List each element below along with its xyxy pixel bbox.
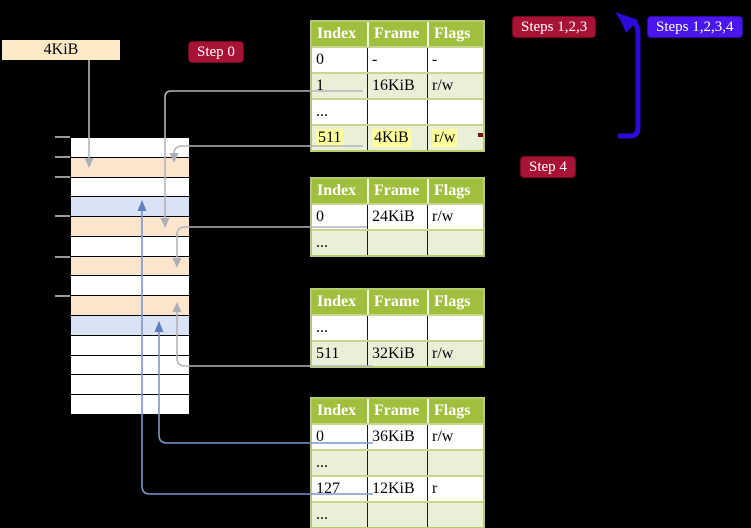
table-row: ... bbox=[312, 314, 483, 340]
col-header-frame: Frame bbox=[367, 290, 427, 314]
steps123-badge: Steps 1,2,3 bbox=[512, 16, 597, 38]
col-header-index: Index bbox=[317, 293, 357, 310]
table-row: 0 24KiB r/w bbox=[312, 203, 483, 229]
highlighted-value: 511 bbox=[316, 129, 344, 147]
cell-frame: 4KiB bbox=[367, 126, 427, 150]
cell-flags bbox=[427, 316, 483, 340]
cell-flags: r/w bbox=[427, 74, 483, 98]
page-table-level3: Index Frame Flags 0 24KiB r/w ... bbox=[310, 177, 485, 257]
cell-frame: 16KiB bbox=[367, 74, 427, 98]
cell-flags: r/w bbox=[427, 342, 483, 366]
memory-tick bbox=[55, 136, 70, 138]
step4-badge: Step 4 bbox=[520, 156, 576, 178]
arrowhead-upleft-icon bbox=[615, 12, 638, 33]
cell-flags: r/w bbox=[427, 205, 483, 229]
col-header-frame: Frame bbox=[367, 179, 427, 203]
memory-frame-row bbox=[71, 375, 189, 396]
cell-flags: r bbox=[427, 477, 483, 501]
table-row: 0 - - bbox=[312, 46, 483, 72]
cell-index: 0 bbox=[316, 51, 324, 68]
col-header-flags: Flags bbox=[427, 179, 483, 203]
cell-index: 0 bbox=[316, 208, 324, 225]
memory-tick bbox=[55, 156, 70, 158]
cell-index: ... bbox=[316, 234, 328, 251]
highlighted-value: 4KiB bbox=[372, 129, 411, 147]
table-header-row: Index Frame Flags bbox=[312, 22, 483, 46]
table-header-row: Index Frame Flags bbox=[312, 290, 483, 314]
cell-flags bbox=[427, 503, 483, 527]
col-header-index: Index bbox=[317, 182, 357, 199]
cell-flags: r/w bbox=[427, 425, 483, 449]
col-header-index: Index bbox=[317, 25, 357, 42]
cell-frame bbox=[367, 231, 427, 255]
cell-frame: - bbox=[367, 48, 427, 72]
cell-flags: - bbox=[427, 48, 483, 72]
cell-frame bbox=[367, 316, 427, 340]
cell-index: 127 bbox=[316, 480, 340, 497]
cell-frame bbox=[367, 503, 427, 527]
cell-frame: 32KiB bbox=[367, 342, 427, 366]
memory-frame-row bbox=[71, 157, 189, 178]
memory-tick bbox=[55, 295, 70, 297]
col-header-flags: Flags bbox=[427, 399, 483, 423]
steps1234-badge: Steps 1,2,3,4 bbox=[647, 16, 743, 38]
memory-tick bbox=[55, 256, 70, 258]
memory-frame-row bbox=[71, 296, 189, 317]
table-header-row: Index Frame Flags bbox=[312, 179, 483, 203]
col-header-index: Index bbox=[317, 402, 357, 419]
memory-frame-row bbox=[71, 276, 189, 297]
memory-frame-row bbox=[71, 256, 189, 277]
cell-frame bbox=[367, 451, 427, 475]
table-row: ... bbox=[312, 229, 483, 255]
cell-index: 1 bbox=[316, 77, 324, 94]
table-row: 127 12KiB r bbox=[312, 475, 483, 501]
cell-index: ... bbox=[316, 103, 328, 120]
table-row: 1 16KiB r/w bbox=[312, 72, 483, 98]
page-table-level2: Index Frame Flags ... 511 32KiB r/w bbox=[310, 288, 485, 368]
table-header-row: Index Frame Flags bbox=[312, 399, 483, 423]
cell-index: 511 bbox=[312, 126, 367, 150]
cell-flags: r/w bbox=[427, 126, 483, 150]
col-header-flags: Flags bbox=[427, 290, 483, 314]
cell-index: ... bbox=[316, 454, 328, 471]
memory-frame-row bbox=[71, 395, 189, 414]
memory-frame-row bbox=[71, 177, 189, 198]
table-row: 511 32KiB r/w bbox=[312, 340, 483, 366]
table-row: ... bbox=[312, 501, 483, 527]
memory-tick bbox=[55, 215, 70, 217]
cell-index: 511 bbox=[316, 345, 340, 362]
table-row: ... bbox=[312, 449, 483, 475]
page-table-level1: Index Frame Flags 0 36KiB r/w ... 127 12… bbox=[310, 397, 485, 528]
cell-frame: 12KiB bbox=[367, 477, 427, 501]
cell-flags bbox=[427, 100, 483, 124]
memory-frame-row bbox=[71, 316, 189, 336]
cell-frame: 24KiB bbox=[367, 205, 427, 229]
memory-frame-row bbox=[71, 138, 189, 158]
page-table-level4: Index Frame Flags 0 - - 1 16KiB r/w ... … bbox=[310, 20, 485, 152]
memory-frame-row bbox=[71, 236, 189, 257]
memory-frame-row bbox=[71, 197, 189, 218]
cell-index: 0 bbox=[316, 428, 324, 445]
col-header-flags: Flags bbox=[427, 22, 483, 46]
col-header-frame: Frame bbox=[367, 399, 427, 423]
highlighted-value: r/w bbox=[432, 129, 458, 147]
cell-flags bbox=[427, 451, 483, 475]
physical-memory-column bbox=[70, 137, 190, 415]
cell-flags bbox=[427, 231, 483, 255]
table-row-recursive-entry: 511 4KiB r/w bbox=[312, 124, 483, 150]
col-header-frame: Frame bbox=[367, 22, 427, 46]
cell-frame bbox=[367, 100, 427, 124]
table-row: ... bbox=[312, 98, 483, 124]
cell-frame: 36KiB bbox=[367, 425, 427, 449]
memory-frame-row bbox=[71, 355, 189, 376]
table-row: 0 36KiB r/w bbox=[312, 423, 483, 449]
memory-tick bbox=[55, 176, 70, 178]
cell-index: ... bbox=[316, 506, 328, 523]
memory-frame-row bbox=[71, 217, 189, 237]
cell-index: ... bbox=[316, 319, 328, 336]
page-size-label: 4KiB bbox=[2, 40, 120, 60]
step0-badge: Step 0 bbox=[188, 41, 244, 63]
recursive-loop-arrow bbox=[617, 17, 641, 139]
memory-frame-row bbox=[71, 335, 189, 356]
